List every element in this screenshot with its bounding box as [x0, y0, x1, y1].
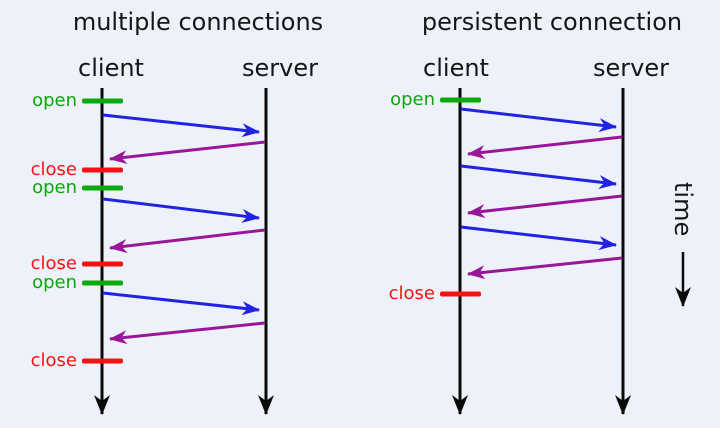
- response-arrow: [109, 228, 266, 253]
- request-arrow: [460, 225, 617, 250]
- close-marker-tick: [82, 358, 123, 364]
- response-arrow: [109, 321, 266, 345]
- request-arrow: [460, 107, 617, 132]
- panel-title-persistent-connection: persistent connection: [421, 8, 683, 36]
- response-arrow: [467, 194, 623, 219]
- open-marker-tick: [82, 98, 123, 104]
- server-lane-label-right: server: [593, 54, 669, 82]
- open-marker-label: open: [32, 177, 77, 198]
- response-arrow: [109, 140, 266, 165]
- panel-title-multiple-connections: multiple connections: [72, 8, 324, 36]
- open-marker-label: open: [32, 272, 77, 293]
- request-arrow: [460, 164, 617, 189]
- response-arrow: [467, 256, 623, 280]
- request-arrow: [102, 197, 260, 223]
- time-axis-label: time: [669, 182, 697, 237]
- server-lane-label-left: server: [242, 54, 318, 82]
- close-marker-label: close: [30, 159, 77, 180]
- close-marker-label: close: [388, 283, 435, 304]
- request-arrow: [102, 291, 260, 316]
- open-marker-tick: [82, 280, 123, 286]
- open-marker-tick: [82, 185, 123, 191]
- close-marker-tick: [82, 167, 123, 173]
- close-marker-tick: [82, 261, 123, 267]
- close-marker-label: close: [30, 350, 77, 371]
- response-arrow: [467, 135, 623, 160]
- open-marker-tick: [440, 97, 481, 103]
- close-marker-label: close: [30, 253, 77, 274]
- open-marker-label: open: [32, 90, 77, 111]
- close-marker-tick: [440, 291, 481, 297]
- request-arrow: [102, 113, 260, 138]
- client-lane-label-right: client: [423, 54, 489, 82]
- open-marker-label: open: [390, 89, 435, 110]
- client-lane-label-left: client: [78, 54, 144, 82]
